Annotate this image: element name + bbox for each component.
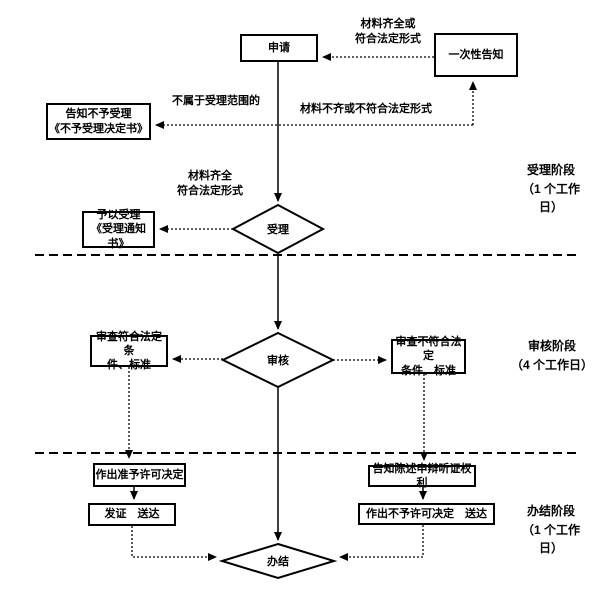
deny-decision-box: 作出不予许可决定 送达: [358, 503, 495, 525]
stage-label-accept: 受理阶段 （1 个工作 日）: [521, 163, 580, 215]
label-complete-legal: 材料齐全 符合法定形式: [177, 170, 243, 197]
review-pass-box: 审查符合法定条 件、标准: [90, 331, 168, 371]
review-diamond-shape: [220, 331, 336, 389]
accept-diamond-label: 受理: [267, 224, 289, 236]
hearing-rights-box: 告知陈述申辩听证权利: [368, 463, 476, 489]
edge-issue-to-finish: [131, 526, 217, 561]
finish-diamond-shape: [218, 542, 338, 580]
review-diamond-label: 审核: [267, 355, 289, 367]
label-not-in-scope: 不属于受理范围的: [172, 95, 260, 107]
stage-label-finish: 办结阶段 （1 个工作 日）: [521, 504, 580, 556]
accept-notice-box: 予以受理 《受理通知书》: [82, 209, 155, 250]
label-complete-or-legal: 材料齐全或 符合法定形式: [355, 18, 421, 45]
issue-deliver-box: 发证 送达: [88, 503, 176, 526]
label-incomplete: 材料不齐或不符合法定形式: [300, 103, 432, 115]
apply-box: 申请: [240, 34, 318, 62]
one-time-notice-box: 一次性告知: [434, 33, 518, 77]
edge-deny-to-finish: [339, 525, 424, 561]
grant-decision-box: 作出准予许可决定: [93, 463, 186, 487]
stage-label-review: 审核阶段 （4 个工作日）: [510, 339, 593, 372]
review-fail-box: 审查不符合法定 条件、标准: [391, 336, 466, 377]
accept-diamond-shape: [230, 203, 326, 255]
reject-notice-box: 告知不予受理 《不予受理决定书》: [46, 103, 151, 140]
finish-diamond-label: 办结: [267, 556, 289, 568]
